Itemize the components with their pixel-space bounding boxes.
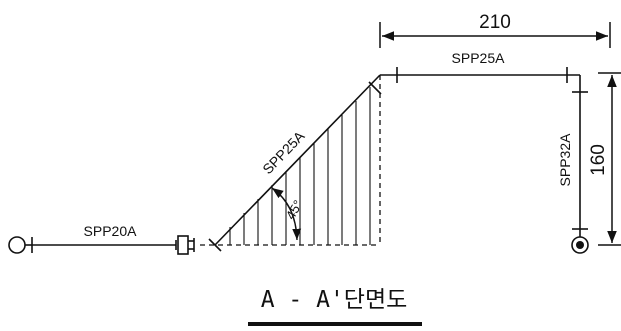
inlet-pipe-label: SPP20A (84, 223, 138, 239)
dimension-vertical: 160 (588, 72, 621, 246)
dimension-horizontal-value: 210 (479, 12, 511, 33)
title-underline (248, 322, 422, 326)
joint-mark (368, 81, 382, 95)
riser-pipe-label: SPP32A (557, 133, 573, 187)
inlet-valve-icon (8, 236, 26, 254)
outlet-fitting-icon (571, 236, 589, 254)
dimension-vertical-value: 160 (588, 144, 609, 176)
section-title: A - A'단면도 (248, 287, 422, 326)
top-pipe-label: SPP25A (452, 50, 506, 66)
inlet-pipe: SPP20A (8, 223, 195, 255)
joint-mark (208, 238, 222, 252)
hatch-lines (229, 87, 371, 245)
diagonal-pipe-label: SPP25A (259, 127, 308, 177)
riser-pipe: SPP32A (557, 75, 589, 254)
top-pipe: SPP25A (380, 50, 580, 83)
section-title-text: A - A'단면도 (261, 287, 408, 313)
reducer-fitting-icon (175, 235, 195, 255)
dimension-horizontal: 210 (379, 12, 611, 48)
construction-lines (200, 75, 381, 246)
